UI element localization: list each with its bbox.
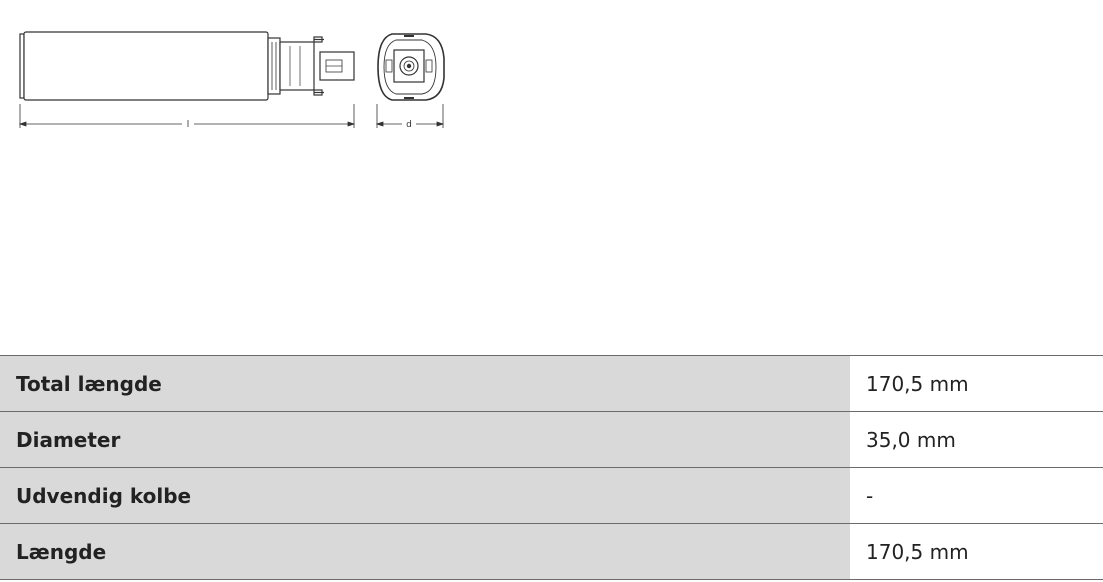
specs-table: Total længde 170,5 mm Diameter 35,0 mm U…	[0, 355, 1103, 580]
spec-label: Udvendig kolbe	[0, 467, 850, 524]
spec-row-outer-bulb: Udvendig kolbe -	[0, 467, 1103, 524]
length-dimension-label: l	[187, 120, 190, 130]
spec-row-diameter: Diameter 35,0 mm	[0, 411, 1103, 468]
spec-value: -	[850, 467, 1103, 524]
lamp-side-view	[19, 31, 355, 101]
spec-label: Længde	[0, 523, 850, 580]
lamp-technical-drawing: l d	[18, 31, 445, 130]
spec-row-length: Længde 170,5 mm	[0, 523, 1103, 580]
spec-value: 35,0 mm	[850, 411, 1103, 468]
lamp-end-view	[377, 33, 445, 101]
diameter-dimension-label: d	[406, 120, 412, 130]
spec-label: Diameter	[0, 411, 850, 468]
spec-value: 170,5 mm	[850, 523, 1103, 580]
spec-row-total-length: Total længde 170,5 mm	[0, 355, 1103, 412]
length-dimension	[18, 104, 356, 128]
diameter-dimension	[375, 104, 445, 128]
spec-value: 170,5 mm	[850, 355, 1103, 412]
spec-label: Total længde	[0, 355, 850, 412]
